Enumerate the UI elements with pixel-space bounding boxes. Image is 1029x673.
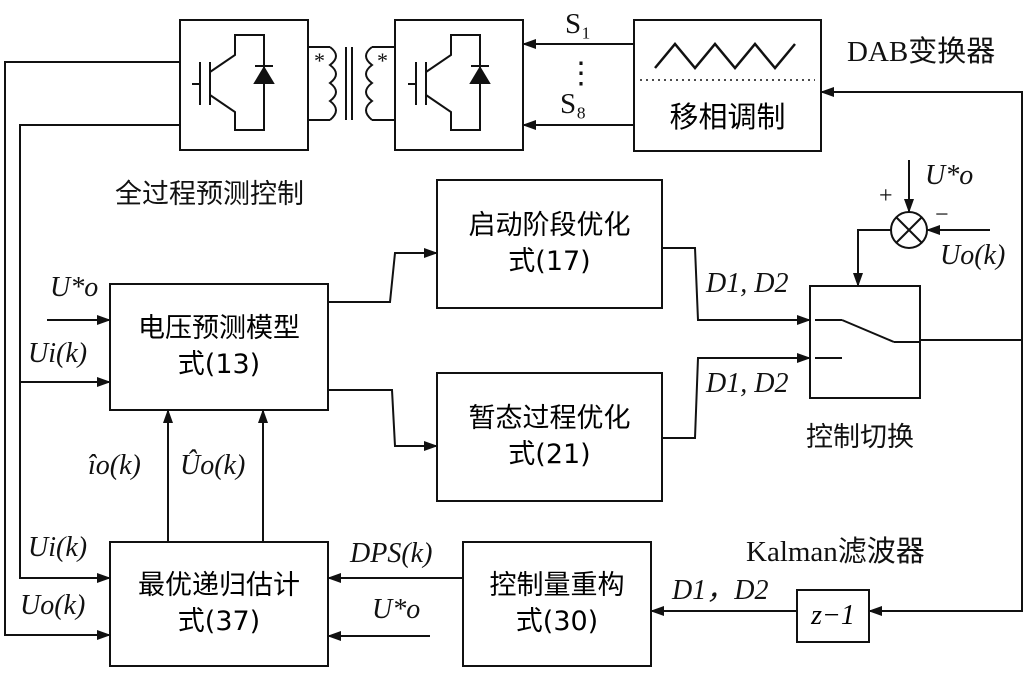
startup-opt-eq: 式(17) xyxy=(508,246,591,277)
reconstruct-block: 控制量重构 式(30) xyxy=(463,542,651,666)
z-inverse-label: z−1 xyxy=(811,600,855,631)
ui-k-model: Ui(k) xyxy=(28,338,88,369)
estimator-eq: 式(37) xyxy=(177,606,261,637)
uo-ref-summing: U*o xyxy=(925,160,974,191)
voltage-model-block: 电压预测模型 式(13) xyxy=(110,284,328,410)
s8-label: S₈ xyxy=(560,88,587,120)
plus-sign: + xyxy=(879,183,893,209)
s1-label: S₁ xyxy=(565,8,592,40)
transient-opt-title: 暂态过程优化 xyxy=(468,403,631,434)
uo-hat-label: Ûo(k) xyxy=(180,450,246,481)
d1d2-transient: D1, D2 xyxy=(706,368,789,399)
delay-box xyxy=(796,589,870,643)
transformer-icon xyxy=(308,46,395,121)
star-mark: * xyxy=(314,48,325,73)
minus-sign: − xyxy=(935,202,949,228)
d1d2-delay: D1，D2 xyxy=(672,575,769,606)
voltage-model-box xyxy=(109,283,329,411)
reconstruct-eq: 式(30) xyxy=(515,606,599,637)
estimator-title: 最优递归估计 xyxy=(138,570,300,601)
left-bridge-box xyxy=(179,19,309,151)
ui-k-estimator: Ui(k) xyxy=(28,532,88,563)
d1d2-startup: D1, D2 xyxy=(706,268,789,299)
startup-opt-box xyxy=(436,179,663,309)
modulation-block: 移相调制 xyxy=(634,82,821,151)
dps-k-label: DPS(k) xyxy=(350,538,433,569)
transient-opt-block: 暂态过程优化 式(21) xyxy=(437,373,662,501)
voltage-model-title: 电压预测模型 xyxy=(138,313,300,344)
uo-k-estimator: Uo(k) xyxy=(20,590,86,621)
transient-opt-eq: 式(21) xyxy=(508,439,591,470)
triangle-carrier-icon xyxy=(654,42,796,70)
uo-k-summing: Uo(k) xyxy=(940,240,1006,271)
igbt-left-icon xyxy=(192,34,275,131)
control-switch-label: 控制切换 xyxy=(806,422,914,453)
uo-ref-estimator: U*o xyxy=(372,594,421,625)
estimator-box xyxy=(109,541,329,667)
io-hat-label: îo(k) xyxy=(88,450,141,481)
reconstruct-title: 控制量重构 xyxy=(489,570,625,601)
kalman-filter-label: Kalman滤波器 xyxy=(746,536,925,568)
voltage-model-eq: 式(13) xyxy=(177,349,261,380)
dab-converter-label: DAB变换器 xyxy=(847,36,996,68)
estimator-block: 最优递归估计 式(37) xyxy=(110,542,328,666)
modulation-label: 移相调制 xyxy=(669,99,786,134)
startup-opt-title: 启动阶段优化 xyxy=(468,210,631,241)
star-mark: * xyxy=(377,48,388,73)
dots-label: ⋮ xyxy=(566,57,596,90)
right-bridge-box xyxy=(394,19,524,151)
delay-block: z−1 xyxy=(797,590,869,642)
startup-opt-block: 启动阶段优化 式(17) xyxy=(437,180,662,308)
igbt-right-icon xyxy=(408,34,491,131)
full-process-label: 全过程预测控制 xyxy=(115,179,304,210)
reconstruct-box xyxy=(462,541,652,667)
uo-ref-model: U*o xyxy=(50,272,99,303)
modulation-box xyxy=(633,19,822,152)
